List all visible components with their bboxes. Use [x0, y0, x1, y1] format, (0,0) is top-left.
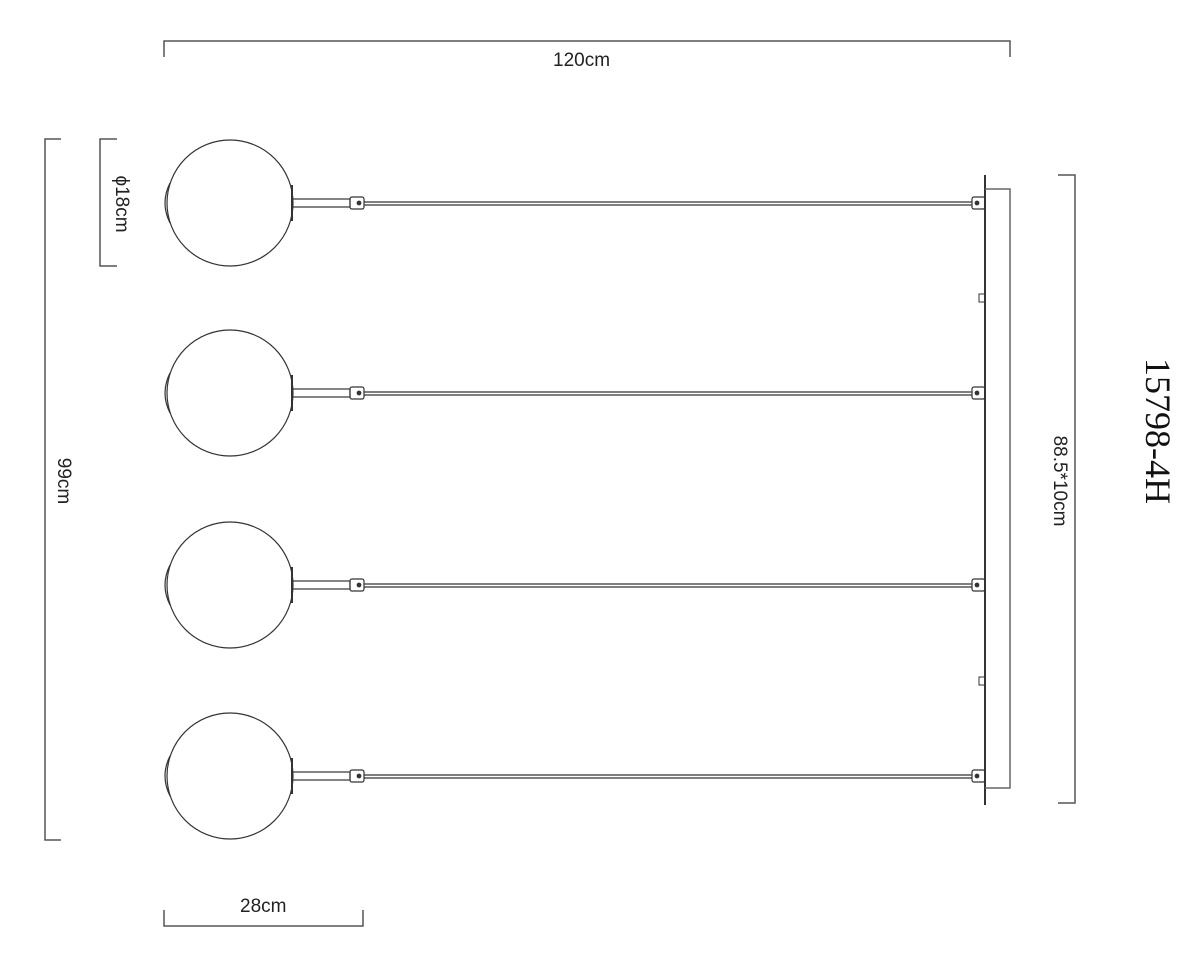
globe-arm-2 — [164, 329, 986, 457]
arm-length-label: 28cm — [240, 896, 287, 917]
globe-diameter-label: ϕ18cm — [111, 175, 132, 233]
overall-width-label: 120cm — [553, 50, 611, 71]
canopy-dimension-line — [1058, 174, 1076, 804]
canopy-size-label: 88.5*10cm — [1049, 435, 1070, 527]
overall-height-label: 99cm — [53, 457, 74, 505]
canopy-plate — [978, 175, 1011, 805]
width-dimension-line — [163, 40, 1011, 57]
globe-diameter-dimension-line — [99, 138, 117, 267]
model-number-label: 15798-4H — [1138, 358, 1178, 504]
globe-arm-1 — [164, 139, 986, 267]
height-dimension-line — [44, 138, 61, 841]
arm-length-dimension-line — [163, 910, 364, 927]
globe-arm-4 — [164, 712, 986, 840]
globe-arm-3 — [164, 521, 986, 649]
